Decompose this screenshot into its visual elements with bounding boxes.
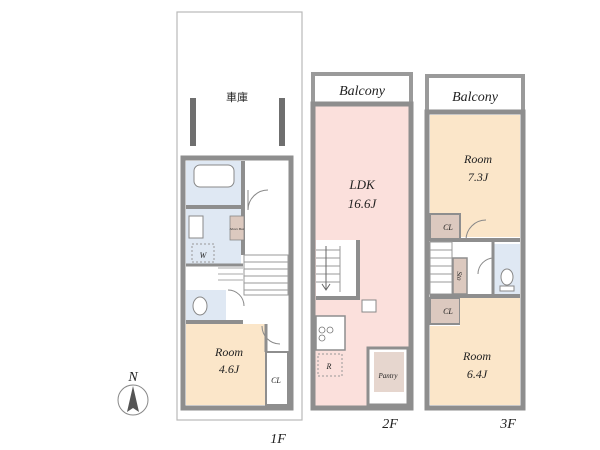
compass-arrow-icon xyxy=(127,386,139,412)
closet-3f-bottom-label: CL xyxy=(443,307,453,316)
floor-label-2f: 2F xyxy=(382,417,398,432)
toilet-3f xyxy=(500,268,514,286)
room-3f-bottom-size: 6.4J xyxy=(467,367,488,381)
storage-3f-label: Sto xyxy=(455,272,463,281)
garage-pillar-left xyxy=(190,98,196,146)
garage-label: 車庫 xyxy=(226,90,248,104)
compass-label: N xyxy=(127,370,138,385)
closet-3f-bottom xyxy=(429,297,461,325)
stairs-1f xyxy=(243,254,289,296)
washer-label: W xyxy=(200,251,208,260)
room-3f-top-door-swing xyxy=(465,219,487,241)
floor-label-1f: 1F xyxy=(270,432,286,447)
toilet xyxy=(192,296,208,316)
stairs-1f-lower xyxy=(218,267,243,281)
room-1f-name: Room xyxy=(214,345,243,359)
bathtub xyxy=(193,164,235,188)
stairs-2f-area xyxy=(316,240,358,296)
closet-1f-label: CL xyxy=(271,376,281,385)
sink xyxy=(361,299,377,313)
floor-2f: Balcony LDK 16.6J R xyxy=(310,72,414,432)
room-3f-bottom-lower xyxy=(430,326,462,405)
shoes-box-label: Shoes Box xyxy=(230,227,245,231)
toilet-door-swing xyxy=(227,289,245,307)
washbasin xyxy=(188,215,204,239)
room-1f-size: 4.6J xyxy=(219,362,240,376)
compass: N xyxy=(117,370,149,416)
room-3f-bottom xyxy=(460,298,520,405)
balcony-2f-label: Balcony xyxy=(339,84,386,99)
fridge-label: R xyxy=(326,362,332,371)
balcony-3f-label: Balcony xyxy=(452,90,499,105)
fridge xyxy=(317,353,343,377)
room-3f-bottom-name: Room xyxy=(462,349,491,363)
pantry-label: Pantry xyxy=(377,372,398,380)
garage-pillar-right xyxy=(279,98,285,146)
room-1f xyxy=(186,324,266,405)
room-3f-top-name: Room xyxy=(463,152,492,166)
stove xyxy=(318,326,334,342)
floor-1f: 車庫 W Shoes Box xyxy=(176,11,303,447)
closet-3f-top-label: CL xyxy=(443,223,453,232)
pantry-shelf xyxy=(374,352,404,392)
toilet-tank-3f xyxy=(499,285,515,292)
stairs-3f xyxy=(429,241,453,295)
ldk-name: LDK xyxy=(348,177,376,192)
ldk-size: 16.6J xyxy=(348,196,378,211)
balcony-2f xyxy=(311,72,413,106)
floor-3f: Balcony Room 7.3J CL Sto xyxy=(424,74,526,432)
closet-1f xyxy=(265,351,289,406)
shoes-box xyxy=(229,215,245,241)
room-3f-top-size: 7.3J xyxy=(468,170,489,184)
stairs-2f xyxy=(316,246,341,292)
floor-label-3f: 3F xyxy=(499,417,516,432)
